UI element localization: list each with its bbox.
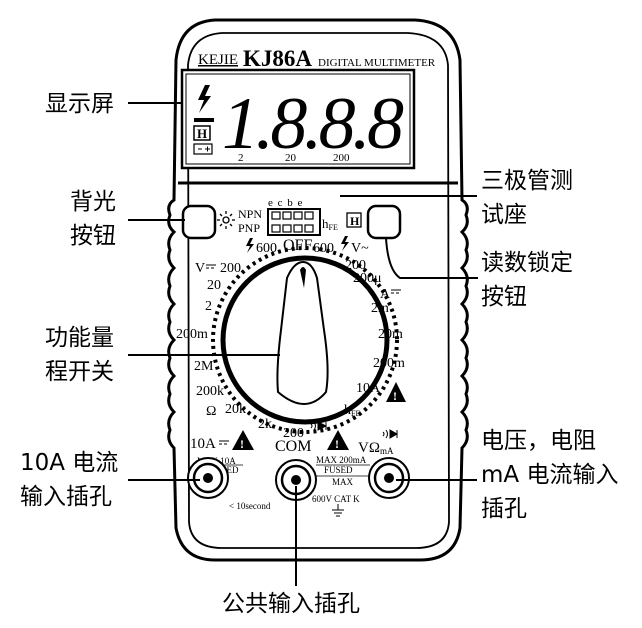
backlight-icon: [217, 211, 235, 229]
dial-v600-left: 600: [256, 241, 277, 256]
high-voltage-left-icon: [246, 238, 254, 253]
warning-dial-icon: !: [386, 382, 406, 403]
callout-10a-line1: 10A 电流: [20, 450, 118, 476]
model-name: KJ86A: [243, 46, 312, 71]
dial-ohm: Ω: [206, 404, 216, 419]
callout-hold-line1: 读数锁定: [481, 250, 573, 276]
lcd-digits: 1.8.8.8: [222, 83, 404, 165]
npn-label: NPN: [238, 207, 262, 221]
socket-hfe-label: hFE: [322, 216, 338, 232]
dial-r-2k: 2k: [258, 417, 272, 432]
dial-labels: 600 OFF 600 V~ V 200 20 2 200m 2M 200k Ω…: [176, 236, 406, 441]
ground-icon: [332, 504, 344, 517]
lcd-range-2: 2: [238, 152, 244, 164]
dial-ac-200: 200: [345, 258, 366, 273]
dial-v-200: 200: [220, 261, 241, 276]
dial-v-20: 20: [207, 278, 221, 293]
minus-segment: [194, 118, 214, 122]
dial-off: OFF: [283, 237, 312, 254]
callout-range-line2: 程开关: [45, 359, 114, 385]
callout-vr-line1: 电压，电阻: [481, 428, 596, 454]
terminal-10a-label: 10A: [190, 436, 216, 452]
dc-symbol-icon: [206, 264, 216, 269]
callout-vr-line3: 插孔: [481, 496, 527, 522]
callout-backlight-line1: 背光: [70, 189, 116, 215]
leader-lines: [128, 102, 478, 586]
continuity-terminal-icon: [382, 429, 399, 439]
callout-vr-line2: mA 电流输入: [481, 462, 618, 488]
lcd-display: H 1.8.8.8 2 20 200: [180, 68, 416, 170]
callout-range-line1: 功能量: [45, 325, 114, 351]
callout-socket-line2: 试座: [481, 202, 527, 228]
dial-v-2: 2: [205, 299, 212, 314]
lcd-range-20: 20: [285, 152, 297, 164]
dial-tick-ring: [211, 246, 399, 434]
battery-icon: [193, 143, 213, 155]
warning-left-icon: !: [232, 430, 254, 451]
dial-a-20m: 20m: [378, 327, 403, 342]
continuity-diode-icon: [310, 421, 328, 431]
dial-r-2M: 2M: [194, 359, 214, 374]
high-voltage-right-icon: [341, 236, 349, 251]
callouts: 显示屏 背光 按钮 三极管测 试座 读数锁定 按钮 功能量 程开关 10A 电流…: [20, 91, 618, 617]
lcd-range-200: 200: [333, 152, 350, 164]
brand-header: KEJIE KJ86A DIGITAL MULTIMETER: [198, 46, 436, 71]
model-subtitle: DIGITAL MULTIMETER: [318, 57, 436, 69]
lcd-hold-mark: H: [197, 126, 207, 141]
dial-v-dc: V: [195, 261, 205, 276]
right-note-fused: FUSED: [324, 465, 353, 475]
hold-badge: H: [350, 214, 360, 228]
callout-socket-line1: 三极管测: [481, 168, 573, 194]
transistor-socket[interactable]: e c b e NPN PNP hFE: [238, 197, 338, 236]
jack-10a[interactable]: [187, 457, 229, 499]
terminal-vr-label: VΩmA: [358, 440, 394, 456]
dc-symbol-10a-icon: [219, 440, 229, 445]
dial-r-20k: 20k: [225, 402, 246, 417]
callout-hold-line2: 按钮: [481, 284, 527, 310]
callout-com: 公共输入插孔: [222, 591, 360, 617]
dc-symbol-a-icon: [391, 289, 401, 294]
dial-a-10A: 10A: [356, 381, 381, 396]
dial-a-200m: 200m: [373, 356, 405, 371]
brand-name: KEJIE: [198, 52, 238, 68]
right-note-max: MAX 200mA: [316, 455, 367, 465]
dial-a-dc: A: [380, 287, 391, 302]
lightning-icon: [198, 85, 211, 113]
dial-pointer: [276, 260, 329, 405]
callout-10a-line2: 输入插孔: [20, 484, 112, 510]
dial-r-200k: 200k: [196, 384, 224, 399]
range-switch[interactable]: [211, 246, 399, 434]
svg-text:!: !: [393, 389, 397, 403]
terminal-com-label: COM: [275, 438, 311, 455]
dial-v-200m: 200m: [176, 327, 208, 342]
dial-v600-right: 600: [313, 241, 334, 256]
pnp-label: PNP: [238, 221, 260, 235]
jack-vr-ma[interactable]: [368, 457, 410, 499]
dial-hfe: hFE: [344, 403, 360, 418]
dial-a-200u: 200μ: [353, 271, 382, 286]
socket-pin-labels: e c b e: [268, 197, 303, 209]
backlight-button[interactable]: [181, 204, 217, 240]
left-note-time: < 10second: [229, 501, 271, 511]
dial-a-2m: 2m: [371, 301, 389, 316]
warning-right-icon: !: [327, 430, 349, 451]
hold-button[interactable]: [366, 204, 402, 240]
svg-text:!: !: [240, 437, 244, 451]
dial-v-ac: V~: [351, 241, 369, 256]
right-note-max2: MAX: [332, 477, 354, 487]
callout-backlight-line2: 按钮: [70, 223, 116, 249]
dial-r-200: 200: [283, 426, 304, 441]
right-note-cat: 600V CAT K: [312, 494, 360, 504]
callout-display: 显示屏: [45, 91, 114, 117]
svg-text:!: !: [335, 437, 339, 451]
